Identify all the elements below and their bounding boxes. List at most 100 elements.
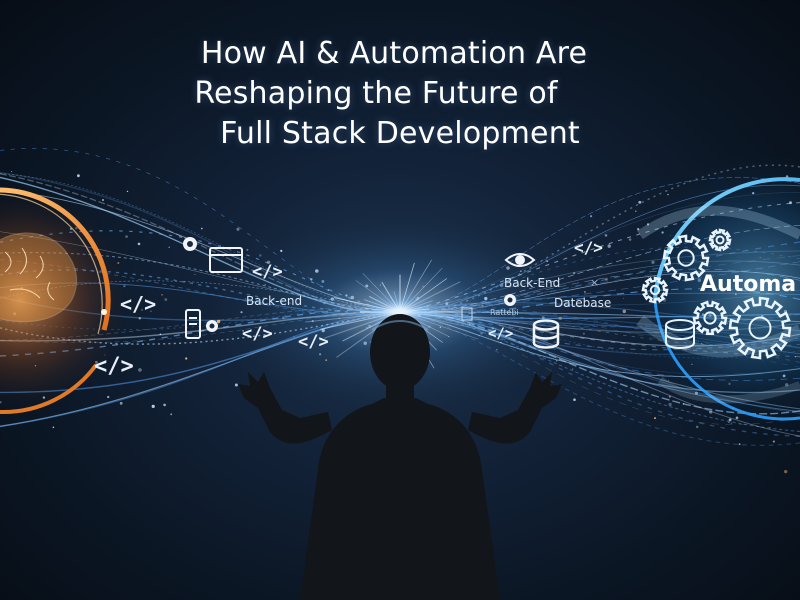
particle [126,190,129,193]
particle [161,294,163,296]
particle [634,210,637,213]
label-small: Rattebi [490,308,519,317]
particle [125,235,128,238]
light-ray [324,311,401,339]
particle [101,198,105,202]
particle [607,244,611,248]
x-mark: × [590,276,600,289]
light-ray [399,311,486,331]
particle [234,383,238,387]
light-ray [393,291,401,313]
headline-line-2: Reshaping the Future of [194,76,558,111]
light-ray [362,273,401,313]
automation-label: Automa [700,272,797,297]
light-ray [399,259,433,313]
gear-icon [206,320,218,332]
code-tag: </> [120,292,157,316]
particle [119,401,123,405]
particle [107,395,110,399]
light-ray [320,311,401,330]
light-ray [399,281,461,313]
light-ray [399,268,443,313]
eye-icon [504,253,536,267]
light-ray [399,311,479,340]
particle [604,234,608,237]
particle [573,398,576,401]
light-ray [381,281,401,313]
particle [141,309,143,311]
particle [246,248,249,251]
particle [738,443,741,446]
light-ray [363,299,401,313]
particle [163,403,166,407]
gear-shape [641,276,669,304]
particle [590,215,593,218]
particle [52,426,55,429]
light-ray [399,262,415,313]
particle [170,413,173,416]
particle [168,246,170,248]
headline-line-3: Full Stack Development [220,116,580,151]
code-tag: </> [488,326,514,342]
code-tag: </> [94,354,134,379]
particle [594,243,597,246]
particle [604,277,609,281]
gear-icon [183,237,197,251]
light-ray [399,311,461,319]
particle [159,333,162,336]
particle [668,402,672,407]
particle [200,227,203,230]
server-icon [185,309,201,339]
particle [151,404,155,408]
code-tag: </> [298,332,329,352]
label-backend-right: Back-End [504,276,561,290]
automation-panel [620,150,800,430]
light-ray [305,311,401,323]
code-tag: </> [242,324,273,344]
brain-icon [0,187,130,415]
particle [638,200,642,204]
particle [77,174,80,178]
gear-icon [504,294,516,306]
light-ray [399,278,447,313]
particle [194,273,196,275]
light-ray [399,300,433,313]
particle [164,298,168,302]
person-silhouette [238,314,562,600]
label-backend-left: Back-end [246,294,303,308]
particle [772,440,775,443]
label-database: Datebase [554,296,612,310]
particle [695,425,699,429]
light-ray [399,305,429,313]
code-tag: </> [252,262,283,282]
gear-shape [692,300,728,336]
code-tag: </> [574,238,603,257]
particle [150,310,152,313]
light-ray [355,280,401,313]
particle [138,317,141,320]
gear-shape [662,234,710,282]
particle [137,242,141,246]
gears-icon [641,228,792,360]
data-stream [0,148,401,313]
gear-shape [728,296,792,360]
database-icon [532,319,560,349]
gear-shape [708,228,732,252]
browser-window-icon [209,247,243,273]
particle [11,171,13,173]
headline-line-1: How AI & Automation Are [200,36,588,71]
particle [572,368,574,370]
light-ray [333,297,401,313]
particle [185,357,188,360]
particle [236,227,240,231]
particle [653,417,657,420]
light-ray [399,308,430,313]
particle [138,368,142,372]
database-icon [665,319,695,349]
document-icon [461,307,473,321]
particle [784,469,788,474]
light-ray [368,295,401,313]
light-ray [364,307,401,313]
